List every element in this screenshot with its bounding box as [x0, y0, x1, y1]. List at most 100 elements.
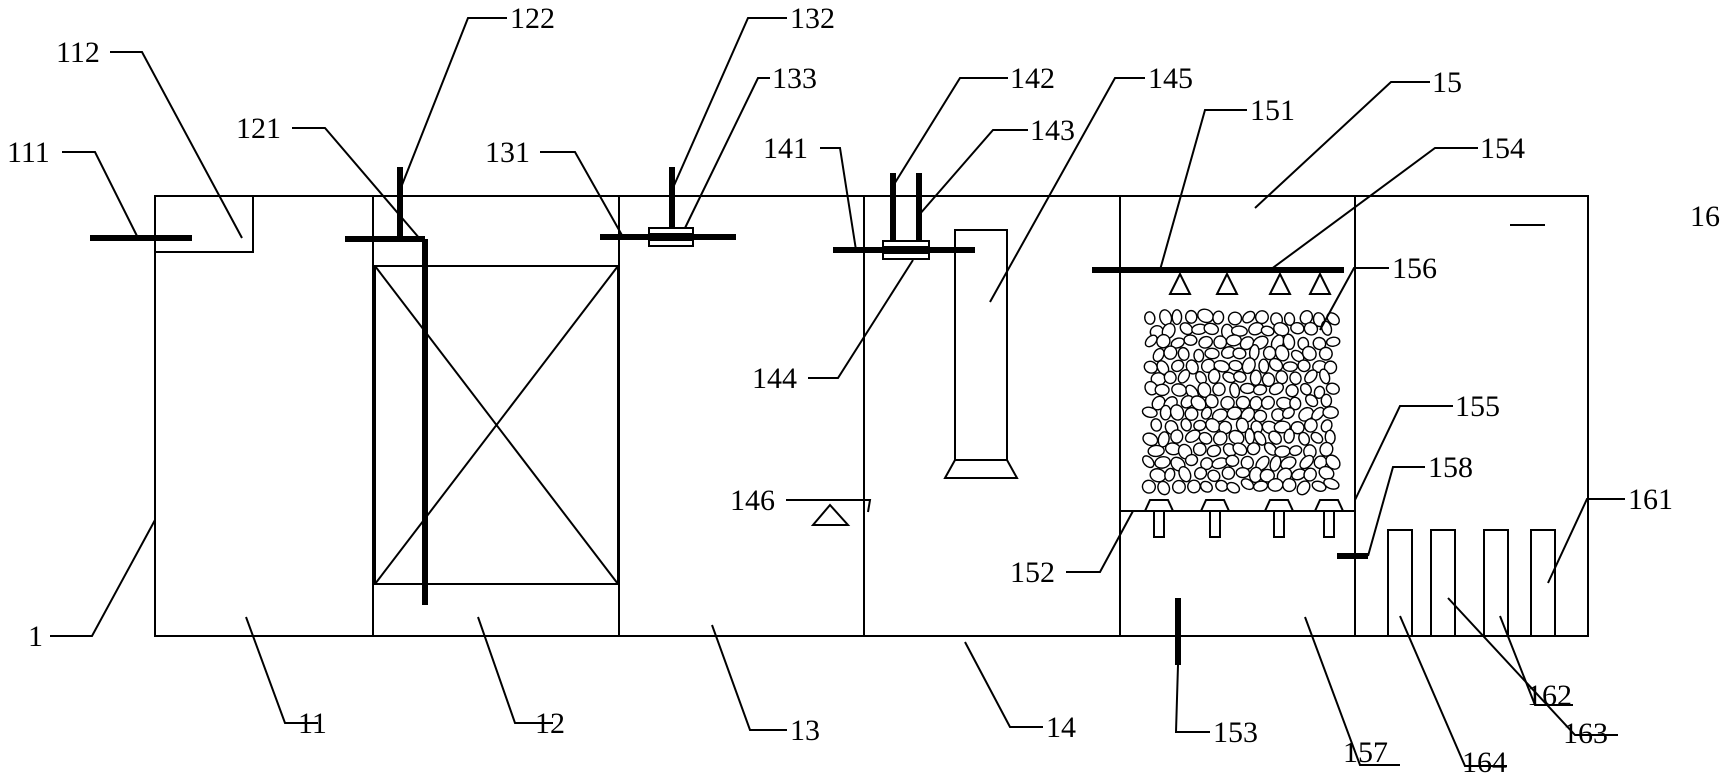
pebble — [1163, 370, 1177, 385]
pebble — [1183, 334, 1198, 346]
label-13: 13 — [790, 714, 820, 747]
pebble — [1207, 469, 1221, 483]
leader-12 — [477, 616, 553, 724]
leader-164 — [1399, 615, 1507, 767]
label-111: 111 — [7, 136, 50, 169]
leader-155 — [1354, 405, 1453, 501]
pebble — [1319, 368, 1331, 385]
diffuser-146 — [810, 503, 851, 526]
column-145-base — [943, 459, 1019, 479]
pebble — [1159, 404, 1172, 421]
pebble — [1239, 382, 1256, 395]
pebble — [1154, 456, 1171, 469]
pebble — [1171, 479, 1186, 494]
leader-158 — [1367, 466, 1425, 557]
leader-157 — [1304, 616, 1400, 766]
pebble — [1325, 336, 1341, 347]
pebble — [1322, 405, 1339, 419]
pebble — [1225, 334, 1242, 347]
leader-112 — [110, 51, 243, 239]
pebble — [1303, 467, 1317, 482]
compartment-16 — [1387, 529, 1556, 637]
pebble — [1171, 309, 1183, 326]
pebble — [1204, 347, 1220, 360]
label-153: 153 — [1213, 716, 1258, 749]
pebble — [1323, 360, 1338, 375]
leader-131 — [540, 151, 624, 238]
pebble — [1192, 442, 1207, 457]
pebble — [1249, 369, 1262, 387]
label-157: 157 — [1343, 736, 1388, 769]
pebble — [1177, 346, 1190, 361]
pebble — [1212, 310, 1225, 325]
leader-14 — [964, 641, 1043, 728]
leader-121 — [292, 127, 421, 240]
leader-152 — [1066, 510, 1134, 573]
pebble — [1212, 430, 1228, 446]
pebble — [1200, 406, 1213, 420]
pebble — [1205, 417, 1221, 433]
leader-146 — [786, 499, 872, 513]
pebble — [1235, 417, 1249, 434]
pebble — [1312, 336, 1327, 351]
pebble — [1150, 418, 1163, 432]
pebble — [1227, 311, 1243, 326]
pebble — [1268, 357, 1284, 372]
pebble — [1203, 322, 1220, 336]
label-14: 14 — [1046, 711, 1076, 744]
leader-11 — [245, 616, 318, 724]
pebble — [1164, 467, 1176, 482]
leader-151 — [1159, 109, 1247, 271]
pebble — [1318, 465, 1335, 480]
leader-156 — [1319, 267, 1389, 331]
label-145: 145 — [1148, 62, 1193, 95]
pebble — [1198, 431, 1213, 445]
leader-141 — [820, 147, 857, 251]
pebble — [1157, 480, 1171, 496]
pebble — [1280, 456, 1297, 471]
tank-structure — [154, 195, 1589, 637]
pebble — [1271, 408, 1285, 422]
tank-outline — [154, 195, 1589, 637]
pebble — [1141, 406, 1158, 419]
pebble — [1299, 310, 1314, 325]
leader-161 — [1547, 498, 1625, 584]
label-141: 141 — [763, 132, 808, 165]
pebble — [1304, 394, 1319, 408]
label-146: 146 — [730, 484, 775, 517]
pebble — [1318, 346, 1333, 361]
pebble — [1169, 404, 1185, 421]
pebble — [1141, 455, 1155, 469]
pebble — [1204, 394, 1219, 409]
pebble — [1141, 479, 1157, 494]
label-143: 143 — [1030, 114, 1075, 147]
pebble — [1178, 466, 1192, 483]
pebble — [1274, 344, 1290, 362]
pebble — [1285, 384, 1299, 398]
pebble — [1143, 360, 1158, 374]
pebble — [1184, 453, 1199, 467]
pebble — [1221, 466, 1236, 480]
pebble — [1323, 477, 1340, 490]
spray-nozzles-154 — [1168, 271, 1332, 295]
pebble — [1268, 382, 1285, 396]
label-156: 156 — [1392, 252, 1437, 285]
leader-144 — [808, 259, 914, 379]
pebble — [1268, 430, 1283, 445]
leader-133 — [684, 77, 770, 229]
pebble — [1258, 358, 1270, 374]
label-112: 112 — [56, 36, 100, 69]
label-152: 152 — [1010, 556, 1055, 589]
pebble — [1212, 382, 1226, 397]
leader-1 — [50, 519, 156, 637]
leader-162 — [1499, 615, 1573, 706]
label-133: 133 — [772, 62, 817, 95]
label-12: 12 — [535, 707, 565, 740]
leader-142 — [892, 77, 1008, 187]
label-15: 15 — [1432, 66, 1462, 99]
label-158: 158 — [1428, 451, 1473, 484]
pebble — [1260, 395, 1275, 410]
pebble — [1229, 382, 1241, 399]
pebble — [1320, 393, 1333, 408]
